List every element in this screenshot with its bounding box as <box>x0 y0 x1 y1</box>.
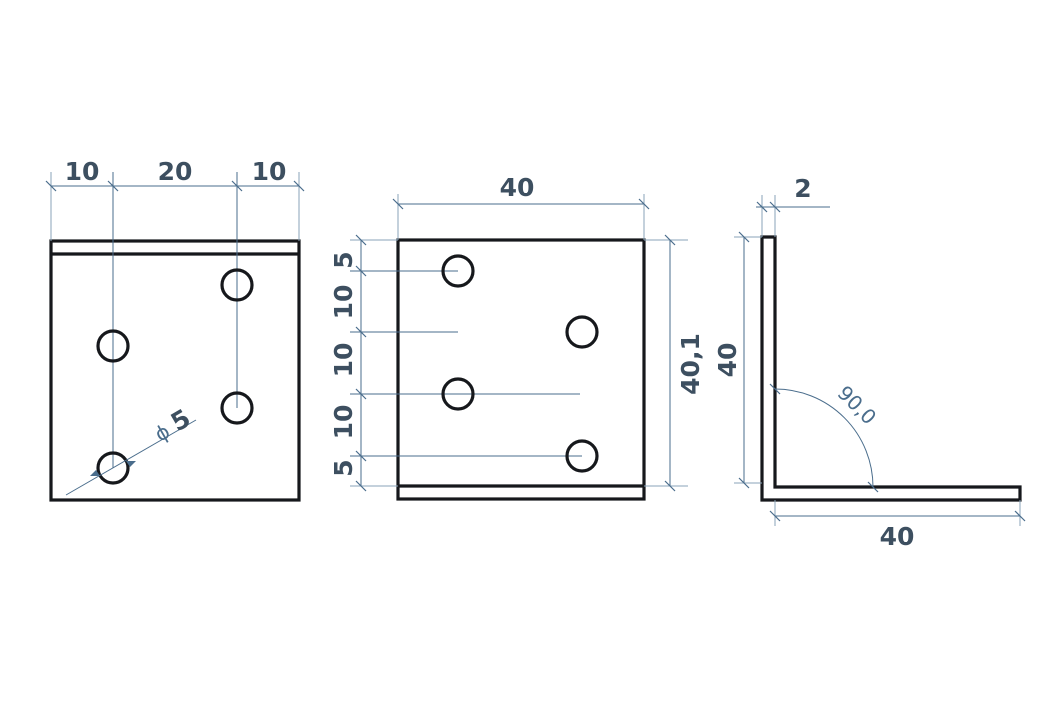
front-diameter-value: 5 <box>166 403 196 437</box>
side-dim-length-tick-1 <box>769 510 781 522</box>
side-dim-thickness-label: 2 <box>794 174 811 203</box>
front-dim-tick-2 <box>107 180 119 192</box>
side-view: 2 40 40 90,0 <box>713 174 1026 551</box>
middle-hole-1 <box>441 254 475 288</box>
front-diameter-arrow-2 <box>126 461 136 467</box>
middle-dim-width-label: 40 <box>500 173 535 202</box>
side-dim-length-label: 40 <box>880 522 915 551</box>
middle-plate-outline <box>396 238 646 501</box>
side-angle-tick-1 <box>769 383 781 395</box>
front-view: 10 20 10 ϕ 5 <box>45 157 305 502</box>
middle-dim-top-tick-1 <box>392 198 404 210</box>
middle-dim-v1-label: 5 <box>329 251 358 268</box>
middle-hole-3 <box>441 377 475 411</box>
side-dim-height-tick-2 <box>738 477 750 489</box>
side-dim-length-tick-2 <box>1014 510 1026 522</box>
middle-dim-left-tick-5 <box>355 450 367 462</box>
front-hole-1 <box>220 268 254 302</box>
front-diameter-symbol: ϕ <box>151 419 174 446</box>
front-diameter-leader <box>65 419 197 496</box>
side-profile-outline <box>760 235 1022 502</box>
middle-dim-left-tick-1 <box>355 234 367 246</box>
middle-dim-v3-label: 10 <box>329 343 358 378</box>
front-dim-middle-label: 20 <box>158 157 193 186</box>
side-dim-thick-tick-2 <box>769 201 781 213</box>
front-dim-tick-1 <box>45 180 57 192</box>
front-hole-2 <box>96 329 130 363</box>
front-diameter-arrow-1 <box>90 470 100 476</box>
side-dim-height-tick-1 <box>738 231 750 243</box>
middle-hole-2 <box>565 315 599 349</box>
middle-dim-right-tick-2 <box>664 480 676 492</box>
side-angle-label: 90,0 <box>833 381 881 429</box>
front-diameter-label-group: ϕ 5 <box>151 403 196 446</box>
middle-hole-4 <box>565 439 599 473</box>
middle-dim-v2-label: 10 <box>329 285 358 320</box>
middle-dim-left-tick-2 <box>355 265 367 277</box>
middle-dim-v4-label: 10 <box>329 405 358 440</box>
front-dim-right-label: 10 <box>252 157 287 186</box>
side-dim-thick-tick-1 <box>756 201 768 213</box>
front-hole-3 <box>220 391 254 425</box>
middle-dim-height-label: 40,1 <box>676 333 705 395</box>
middle-dim-top-tick-2 <box>638 198 650 210</box>
middle-view: 40 40,1 5 10 10 10 5 <box>329 173 705 501</box>
front-dim-tick-3 <box>231 180 243 192</box>
front-plate-outline <box>49 239 301 502</box>
front-dim-left-label: 10 <box>65 157 100 186</box>
front-dim-tick-4 <box>293 180 305 192</box>
middle-dim-right-tick-1 <box>664 234 676 246</box>
middle-dim-left-tick-3 <box>355 326 367 338</box>
side-dim-height-label: 40 <box>713 343 742 378</box>
middle-dim-left-tick-4 <box>355 388 367 400</box>
front-hole-4 <box>96 451 130 485</box>
middle-dim-v5-label: 5 <box>329 459 358 476</box>
middle-dim-left-tick-6 <box>355 480 367 492</box>
side-angle-arc <box>774 388 874 488</box>
side-angle-tick-2 <box>867 481 879 493</box>
